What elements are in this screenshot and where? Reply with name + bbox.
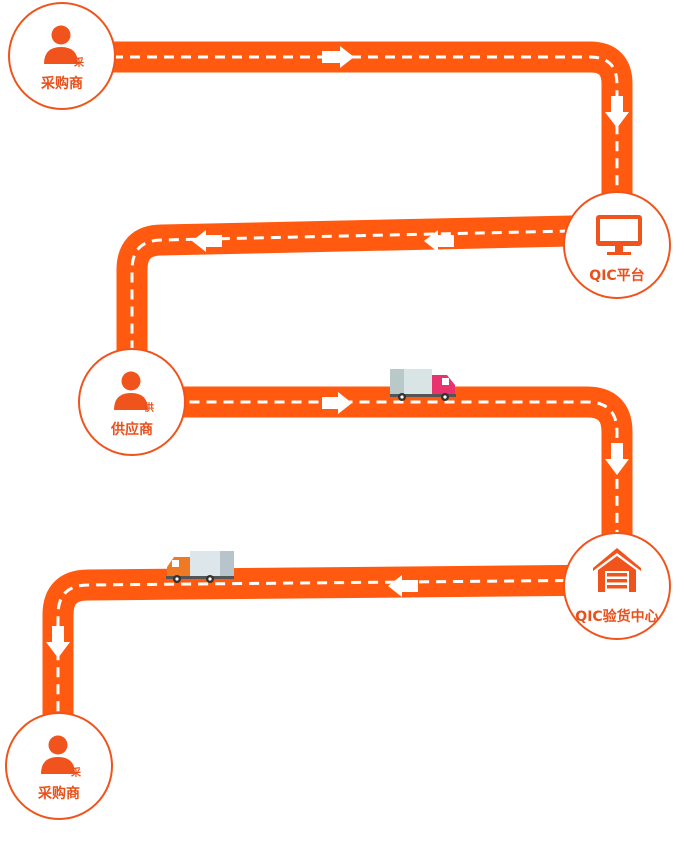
node-buyer-start: 采 采购商 xyxy=(8,2,116,110)
person-icon xyxy=(114,371,148,410)
node-label: 供应商 xyxy=(111,422,153,438)
delivery-truck-icon xyxy=(166,551,234,583)
arrow-left-icon xyxy=(424,230,454,252)
person-icon xyxy=(41,735,75,774)
arrow-right-icon xyxy=(322,392,352,414)
node-qic-platform: QIC平台 xyxy=(563,191,671,299)
node-label: QIC验货中心 xyxy=(575,609,659,625)
node-supplier: 供 供应商 xyxy=(78,348,186,456)
arrow-left-icon xyxy=(192,230,222,252)
arrow-down-icon xyxy=(46,626,70,658)
node-badge: 采 xyxy=(71,768,81,779)
person-icon xyxy=(44,25,78,64)
node-badge: 供 xyxy=(144,403,154,414)
delivery-truck-icon xyxy=(390,369,456,401)
arrow-right-icon xyxy=(322,46,354,68)
node-label: 采购商 xyxy=(41,76,83,92)
arrow-down-icon xyxy=(605,443,629,475)
node-label: QIC平台 xyxy=(589,268,645,284)
warehouse-icon xyxy=(593,548,641,592)
node-qic-inspection: QIC验货中心 xyxy=(563,532,671,640)
monitor-icon xyxy=(596,215,642,255)
arrow-down-icon xyxy=(605,96,629,128)
node-buyer-end: 采 采购商 xyxy=(5,712,113,820)
arrow-left-icon xyxy=(388,575,418,597)
node-label: 采购商 xyxy=(38,786,80,802)
node-badge: 采 xyxy=(74,58,84,69)
